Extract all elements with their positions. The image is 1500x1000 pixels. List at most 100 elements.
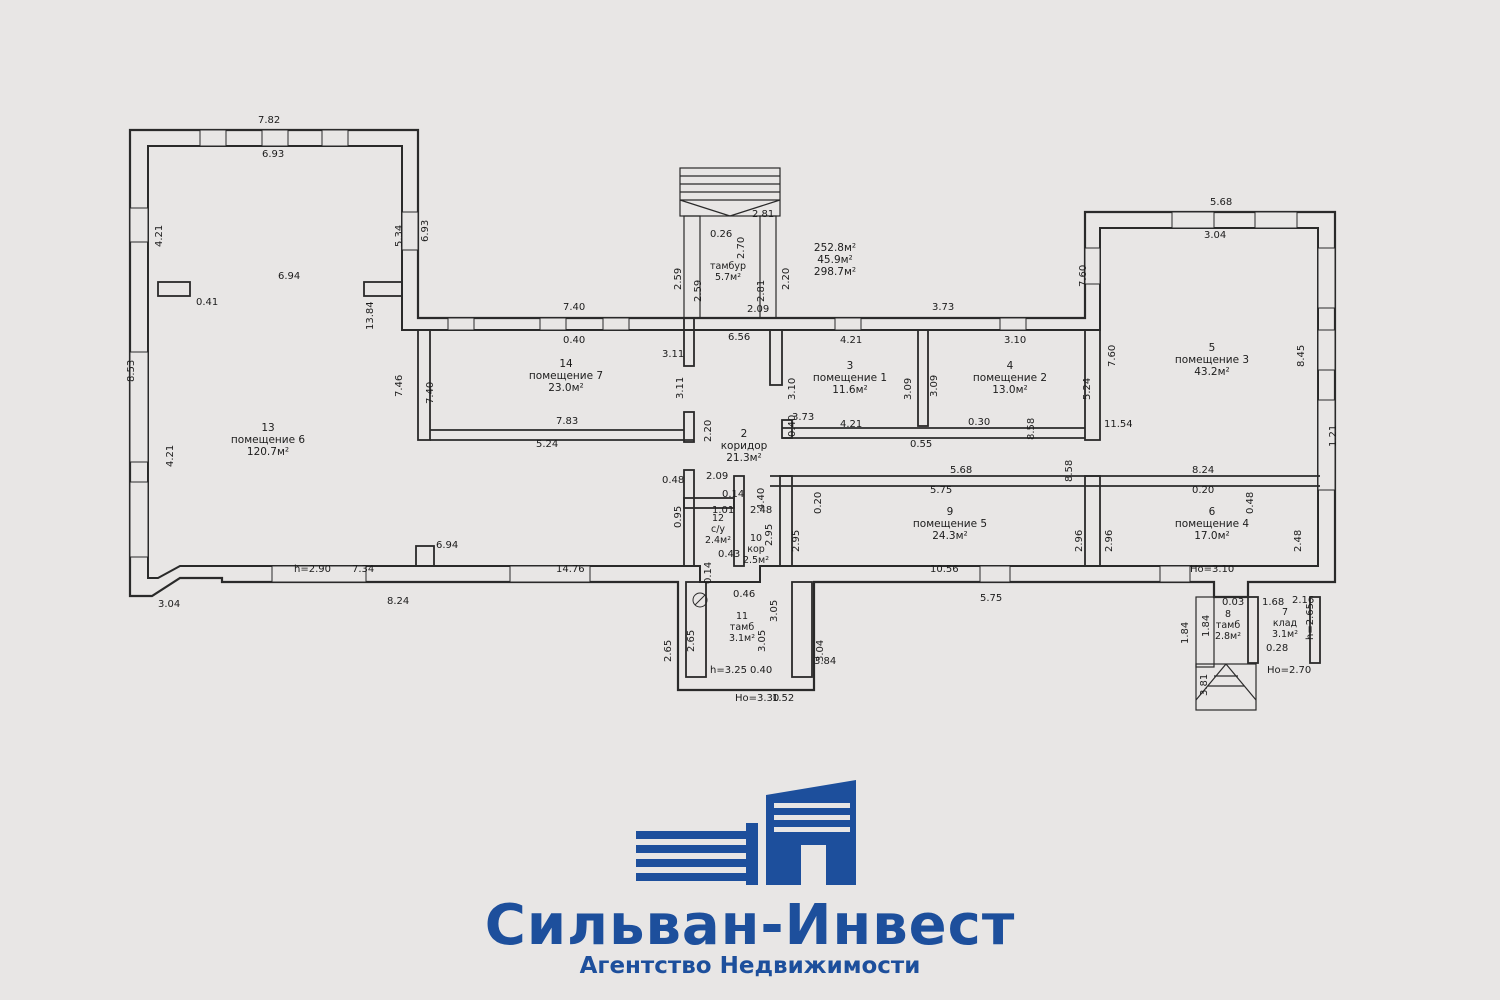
dimension-label: 1.01 <box>712 505 735 516</box>
brand-logo <box>636 780 856 885</box>
dimension-label: 8.24 <box>1192 465 1215 476</box>
dimension-label: 2.59 <box>693 279 704 302</box>
dimension-label: 7.60 <box>1078 264 1089 287</box>
dimension-label: 0.03 <box>1222 597 1245 608</box>
dimension-label: 6.56 <box>728 332 751 343</box>
dimension-label: 7.83 <box>556 416 579 427</box>
dimension-label: 4.21 <box>840 419 863 430</box>
dimension-label: 7.82 <box>258 115 281 126</box>
dimension-label: 2.65 <box>686 629 697 652</box>
dimension-label: 0.20 <box>1192 485 1215 496</box>
dimension-label: 5.68 <box>1210 197 1233 208</box>
dimension-label: 8.58 <box>1026 417 1037 440</box>
dimension-label: 3.05 <box>769 599 780 622</box>
dimension-label: 3.09 <box>903 377 914 400</box>
dimension-label: h=3.25 <box>710 665 747 676</box>
dimension-label: 0.55 <box>910 439 933 450</box>
dimension-label: 0.20 <box>813 491 824 514</box>
dimension-label: 3.11 <box>662 349 685 360</box>
dimension-label: 5.75 <box>930 485 953 496</box>
dimension-label: 7.34 <box>352 564 375 575</box>
dimension-label: 0.30 <box>968 417 991 428</box>
dimension-label: 0.41 <box>196 297 219 308</box>
dimension-label: 6.94 <box>278 271 301 282</box>
dimension-label: 2.70 <box>736 236 747 259</box>
dimension-label: 7.40 <box>425 381 436 404</box>
dimension-label: 3.11 <box>675 376 686 399</box>
dimension-label: 4.21 <box>840 335 863 346</box>
dimension-label: 13.84 <box>365 301 376 330</box>
dimension-label: 4.21 <box>165 444 176 467</box>
dimension-label: 4.21 <box>154 224 165 247</box>
dimension-label: 1.84 <box>1201 614 1212 637</box>
dimension-label: Ho=3.10 <box>1190 564 1235 575</box>
dimension-label: 7.60 <box>1107 344 1118 367</box>
dimension-label: 1.68 <box>1262 597 1285 608</box>
dimension-label: 8.58 <box>1064 459 1075 482</box>
dimension-label: 0.43 <box>718 549 741 560</box>
dimension-label: 0.14 <box>722 489 745 500</box>
dimension-label: 8.24 <box>387 596 410 607</box>
dimension-label: h=2.90 <box>294 564 331 575</box>
dimension-label: 2.65 <box>663 639 674 662</box>
dimension-label: 7.40 <box>563 302 586 313</box>
dimension-label: 3.73 <box>932 302 955 313</box>
dimension-label: 3.73 <box>792 412 815 423</box>
dimension-label: 2.09 <box>706 471 729 482</box>
dimension-label: 5.24 <box>536 439 559 450</box>
dimension-label: 5.68 <box>950 465 973 476</box>
dimension-label: 2.20 <box>781 267 792 290</box>
dimension-label: 0.14 <box>703 561 714 584</box>
dimension-label: 2.95 <box>764 523 775 546</box>
dimension-label: 3.05 <box>757 629 768 652</box>
dimension-label: 5.75 <box>980 593 1003 604</box>
dimension-label: 6.93 <box>262 149 285 160</box>
dimension-label: 5.24 <box>1082 377 1093 400</box>
dimension-label: Ho=3.30 <box>735 693 780 704</box>
dimension-label: 6.94 <box>436 540 459 551</box>
dimension-label: 10.56 <box>930 564 959 575</box>
meter-symbol <box>692 592 708 608</box>
dimension-label: 0.48 <box>1245 491 1256 514</box>
dimension-label: h=2.65 <box>1305 603 1316 640</box>
dimension-label: 2.16 <box>1292 595 1315 606</box>
windows <box>129 129 1336 583</box>
dimension-label: 1.52 <box>772 693 795 704</box>
dimension-label: Ho=2.70 <box>1267 665 1312 676</box>
interior-walls <box>157 281 1321 678</box>
dimension-label: 3.10 <box>787 377 798 400</box>
dimension-label: 3.84 <box>814 656 837 667</box>
dimension-label: 6.93 <box>420 219 431 242</box>
dimension-label: 2.81 <box>752 209 775 220</box>
dimension-label: 0.40 <box>563 335 586 346</box>
dimension-label: 1.21 <box>1328 424 1339 447</box>
dimension-label: 2.96 <box>1074 529 1085 552</box>
dimension-label: 3.09 <box>929 374 940 397</box>
dimension-label: 3.10 <box>1004 335 1027 346</box>
dimension-label: 8.45 <box>1296 344 1307 367</box>
dimension-label: 0.28 <box>1266 643 1289 654</box>
brand-tagline: Агентство Недвижимости <box>579 953 921 979</box>
dimension-label: 2.48 <box>750 505 773 516</box>
dimension-label: 0.40 <box>750 665 773 676</box>
porch-stairs <box>679 167 1257 711</box>
dimension-label: 2.95 <box>791 529 802 552</box>
dimension-label: 0.95 <box>673 505 684 528</box>
dimension-label: 8.53 <box>126 359 137 382</box>
dimension-label: 3.04 <box>1204 230 1227 241</box>
brand-name: Сильван-Инвест <box>484 893 1016 958</box>
dimension-label: 5.34 <box>394 224 405 247</box>
